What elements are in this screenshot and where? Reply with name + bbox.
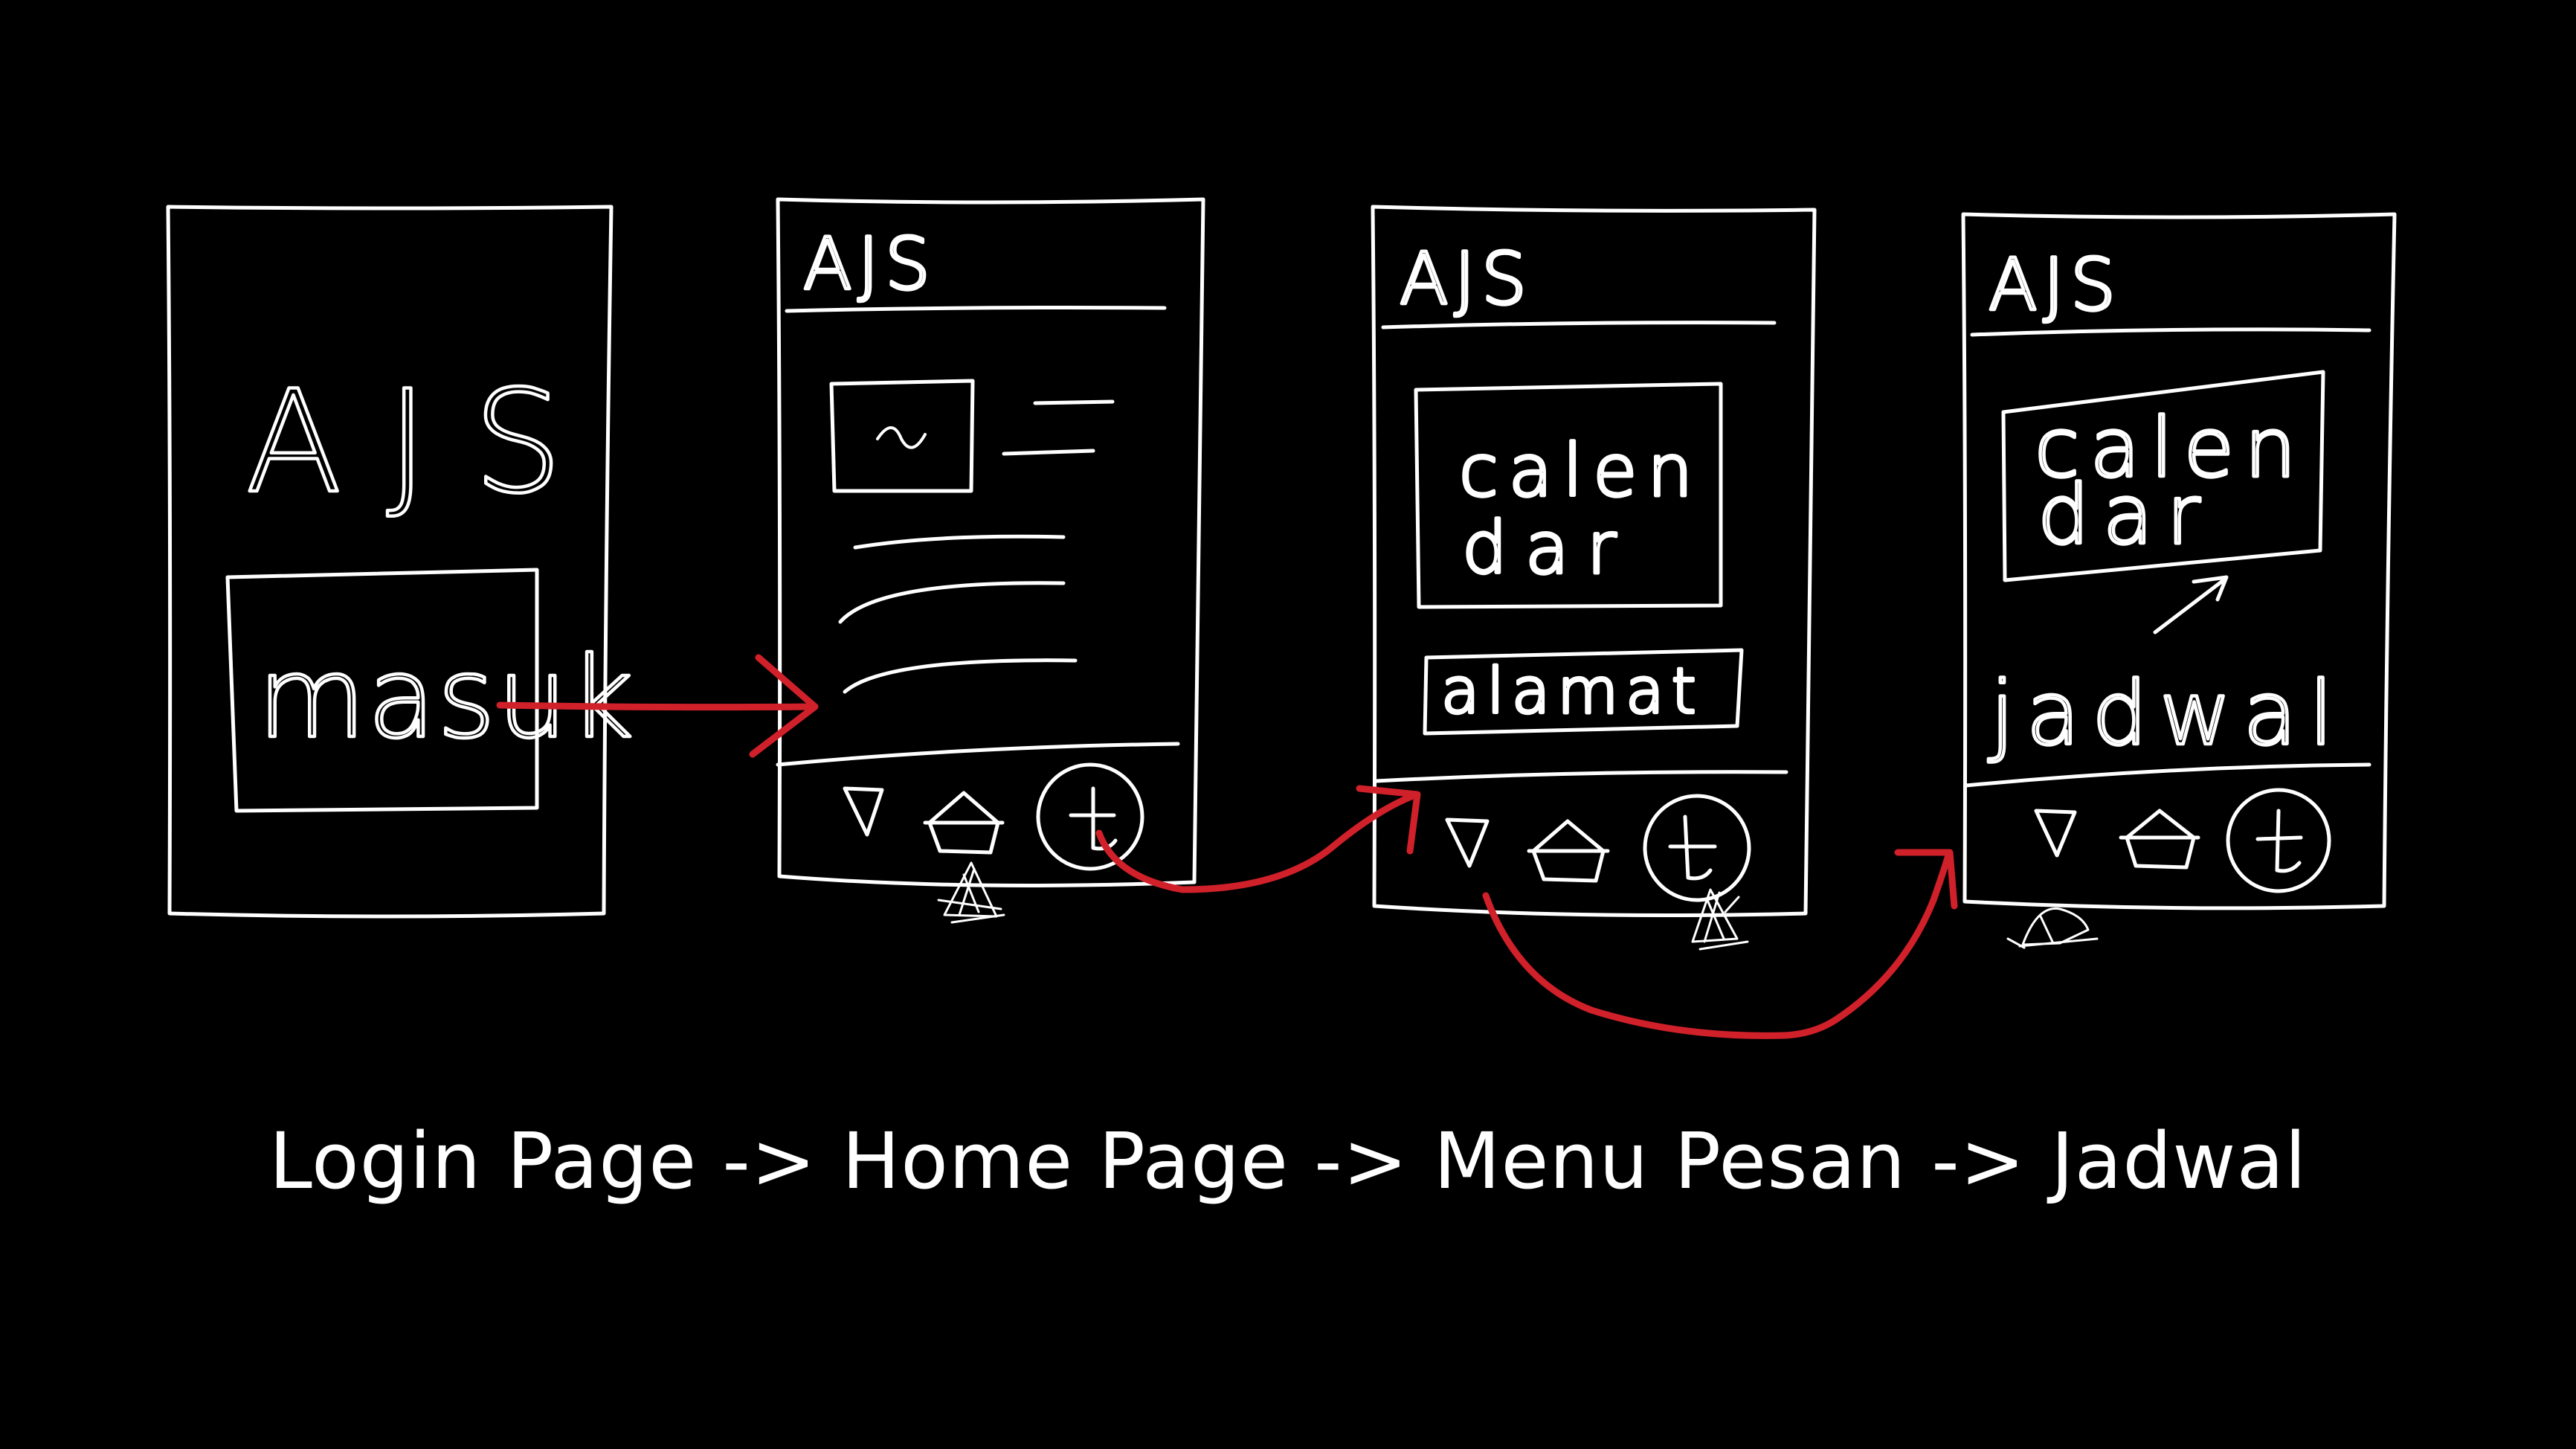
jadwal-nav-home-icon[interactable]: [2119, 809, 2200, 870]
home-content-line: [843, 658, 1078, 694]
jadwal-schedule-label: jadwal: [1988, 662, 2345, 765]
pesan-nav-home-icon[interactable]: [1527, 819, 1610, 883]
home-screen-frame: [776, 197, 1205, 887]
pesan-title: AJS: [1400, 237, 1533, 321]
jadwal-nav-divider: [1964, 762, 2371, 788]
home-content-image-card: [829, 379, 975, 493]
home-content-line: [853, 534, 1066, 550]
jadwal-nav-pin-icon[interactable]: [2034, 809, 2077, 858]
home-nav-ticket-icon[interactable]: [1036, 762, 1144, 871]
login-button-label: masuk: [257, 634, 635, 763]
flow-caption: Login Page -> Home Page -> Menu Pesan ->…: [268, 1116, 2308, 1207]
home-title: AJS: [803, 222, 936, 306]
pesan-address-label: alamat: [1441, 655, 1704, 727]
home-cursor-hand-icon: [937, 861, 1005, 924]
pesan-calendar-label-1: calen: [1459, 429, 1703, 513]
pesan-screen-frame: [1371, 205, 1817, 917]
pesan-nav-ticket-icon[interactable]: [1643, 794, 1751, 902]
pesan-header-divider: [1381, 321, 1777, 330]
home-content-line: [1002, 449, 1095, 456]
pesan-calendar-label-2: dar: [1462, 507, 1634, 590]
pesan-cursor-hand-icon: [1691, 888, 1749, 951]
home-nav-pin-icon[interactable]: [843, 786, 884, 837]
jadwal-pointer-arrow: [2153, 575, 2229, 634]
flow-arrow-login-to-home: [496, 654, 819, 758]
login-logo: AJS: [245, 360, 608, 524]
jadwal-header-divider: [1970, 327, 2371, 337]
home-content-line: [1033, 399, 1115, 405]
flow-arrow-home-to-pesan: [1095, 785, 1421, 893]
pesan-nav-divider: [1374, 770, 1788, 783]
jadwal-screen-frame: [1961, 212, 2397, 910]
jadwal-calendar-label-2: dar: [2038, 467, 2213, 562]
jadwal-cursor-hand-icon: [2006, 907, 2099, 949]
home-content-line: [838, 581, 1066, 624]
login-screen-frame: [166, 205, 614, 919]
pesan-address-box[interactable]: [1423, 648, 1744, 736]
home-header-divider: [785, 306, 1167, 313]
jadwal-calendar-label-1: calen: [2035, 400, 2307, 495]
pesan-nav-pin-icon[interactable]: [1445, 817, 1490, 868]
home-nav-divider: [776, 742, 1180, 767]
pesan-calendar-box[interactable]: [1414, 382, 1723, 609]
jadwal-nav-ticket-icon[interactable]: [2226, 788, 2331, 893]
jadwal-title: AJS: [1989, 243, 2122, 327]
jadwal-calendar-box[interactable]: [2001, 370, 2325, 582]
home-nav-home-icon[interactable]: [923, 791, 1005, 855]
flow-arrow-pesan-to-jadwal: [1482, 849, 1958, 1039]
login-button-box[interactable]: [225, 568, 539, 813]
